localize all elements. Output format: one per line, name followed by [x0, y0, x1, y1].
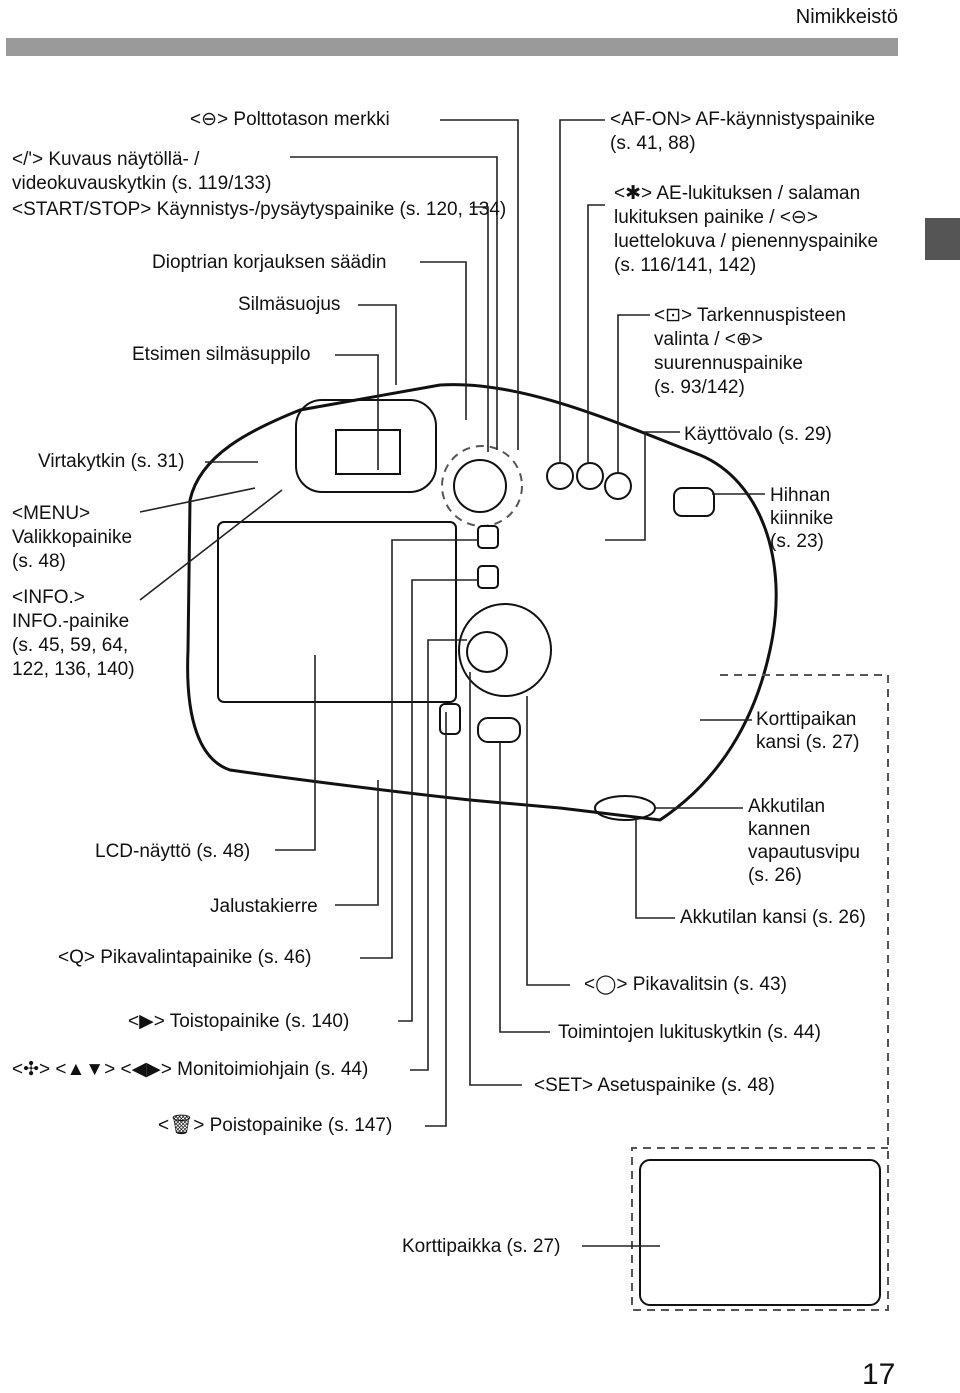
label-af-on-2: (s. 41, 88) [610, 133, 696, 154]
label-battery-lever-3: vapautusvipu [748, 842, 860, 863]
strap-mount [673, 487, 715, 517]
af-point-button [604, 472, 632, 500]
leader-battery-cover [635, 818, 675, 919]
label-menu-2: Valikkopainike [12, 527, 133, 548]
leader-tripod [335, 780, 379, 906]
lcd-screen [217, 521, 457, 703]
leader-dioptric [420, 261, 467, 420]
label-strap-mount-3: (s. 23) [770, 531, 824, 552]
label-focal-plane-mark: <⊖> Polttotason merkki [190, 109, 390, 130]
label-dioptric-adjustment: Dioptrian korjauksen säädin [152, 252, 387, 273]
play-button [477, 565, 499, 589]
label-info-3: (s. 45, 59, 64, [12, 635, 129, 656]
leader-lcd [275, 655, 316, 851]
label-af-point-2: valinta / <⊕> [654, 329, 763, 350]
label-battery-lever-2: kannen [748, 819, 811, 840]
label-ae-lock-4: (s. 116/141, 142) [614, 255, 757, 276]
section-tab-marker [925, 218, 960, 260]
header-bar [6, 38, 898, 56]
camera-body-outline [186, 383, 778, 822]
q-button [477, 525, 499, 549]
label-ae-lock-1: <✱> AE-lukituksen / salaman [614, 183, 861, 204]
label-menu-1: <MENU> [12, 503, 91, 524]
label-tripod-socket: Jalustakierre [210, 896, 318, 917]
label-erase-button: <🗑> Poistopainike (s. 147) [158, 1115, 393, 1136]
page-number: 17 [862, 1358, 896, 1391]
card-slot-detail [639, 1159, 881, 1306]
label-strap-mount-2: kiinnike [770, 508, 834, 529]
label-battery-cover: Akkutilan kansi (s. 26) [680, 907, 866, 928]
label-eyecup: Silmäsuojus [238, 294, 341, 315]
leader-af-point [617, 314, 650, 473]
leader-eyepiece [335, 354, 379, 470]
label-info-4: 122, 136, 140) [12, 659, 135, 680]
leader-shooting-switch [290, 156, 498, 450]
leader-info [139, 489, 283, 601]
ae-lock-button [576, 462, 604, 490]
leader-access-lamp [605, 431, 680, 541]
label-power-switch: Virtakytkin (s. 31) [38, 451, 185, 472]
label-card-slot-cover-1: Korttipaikan [756, 709, 857, 730]
leader-multi [410, 639, 467, 1071]
leader-erase [425, 712, 447, 1127]
leader-ae-lock [587, 204, 605, 463]
label-viewfinder-eyepiece: Etsimen silmäsuppilo [132, 344, 311, 365]
label-af-on-1: <AF-ON> AF-käynnistyspainike [610, 109, 876, 130]
label-af-point-3: suurennuspainike [654, 353, 803, 374]
label-lcd-monitor: LCD-näyttö (s. 48) [95, 841, 251, 862]
leader-quick-dial [526, 696, 570, 986]
label-quick-control-dial: <◯> Pikavalitsin (s. 43) [584, 974, 787, 995]
quick-control-dial [458, 603, 552, 697]
leader-eyecup [358, 304, 397, 385]
label-access-lamp: Käyttövalo (s. 29) [684, 424, 832, 445]
label-card-slot: Korttipaikka (s. 27) [402, 1236, 561, 1257]
label-battery-lever-1: Akkutilan [748, 796, 826, 817]
leader-lock [499, 742, 550, 1033]
label-multi-controller: <✣> <▲▼> <◀▶> Monitoimiohjain (s. 44) [12, 1059, 369, 1080]
page-header-title: Nimikkeistö [795, 6, 898, 28]
label-start-stop-button: <START/STOP> Käynnistys-/pysäytyspainike… [12, 199, 507, 220]
viewfinder-window [335, 429, 401, 475]
leader-set [469, 672, 522, 1086]
label-info-1: <INFO.> [12, 587, 85, 608]
af-on-button [546, 462, 574, 490]
label-af-point-1: <⊡> Tarkennuspisteen [654, 305, 846, 326]
label-shooting-switch-1: </'> Kuvaus näytöllä- / [12, 149, 200, 170]
label-multi-function-lock: Toimintojen lukituskytkin (s. 44) [558, 1022, 821, 1043]
start-stop-button [453, 459, 507, 513]
leader-q [360, 539, 478, 959]
label-quick-control-button: <Q> Pikavalintapainike (s. 46) [58, 947, 312, 968]
label-menu-3: (s. 48) [12, 551, 66, 572]
label-setting-button: <SET> Asetuspainike (s. 48) [534, 1075, 775, 1096]
label-ae-lock-3: luettelokuva / pienennyspainike [614, 231, 879, 252]
leader-af-on [559, 119, 605, 463]
label-playback-button: <▶> Toistopainike (s. 140) [128, 1011, 350, 1032]
lock-switch [477, 717, 521, 743]
viewfinder-eyepiece [295, 399, 437, 493]
label-info-2: INFO.-painike [12, 611, 130, 632]
label-af-point-4: (s. 93/142) [654, 377, 745, 398]
card-slot-dashed-link [631, 674, 889, 1311]
label-ae-lock-2: lukituksen painike / <⊖> [614, 207, 818, 228]
leader-start-stop [470, 206, 489, 452]
label-shooting-switch-2: videokuvauskytkin (s. 119/133) [12, 173, 272, 194]
leader-play [398, 579, 478, 1022]
erase-button [439, 703, 461, 735]
leader-focal-plane [440, 119, 519, 450]
label-strap-mount-1: Hihnan [770, 485, 831, 506]
leader-menu [139, 487, 256, 513]
multi-controller [466, 631, 508, 673]
label-battery-lever-4: (s. 26) [748, 865, 802, 886]
label-card-slot-cover-2: kansi (s. 27) [756, 732, 860, 753]
